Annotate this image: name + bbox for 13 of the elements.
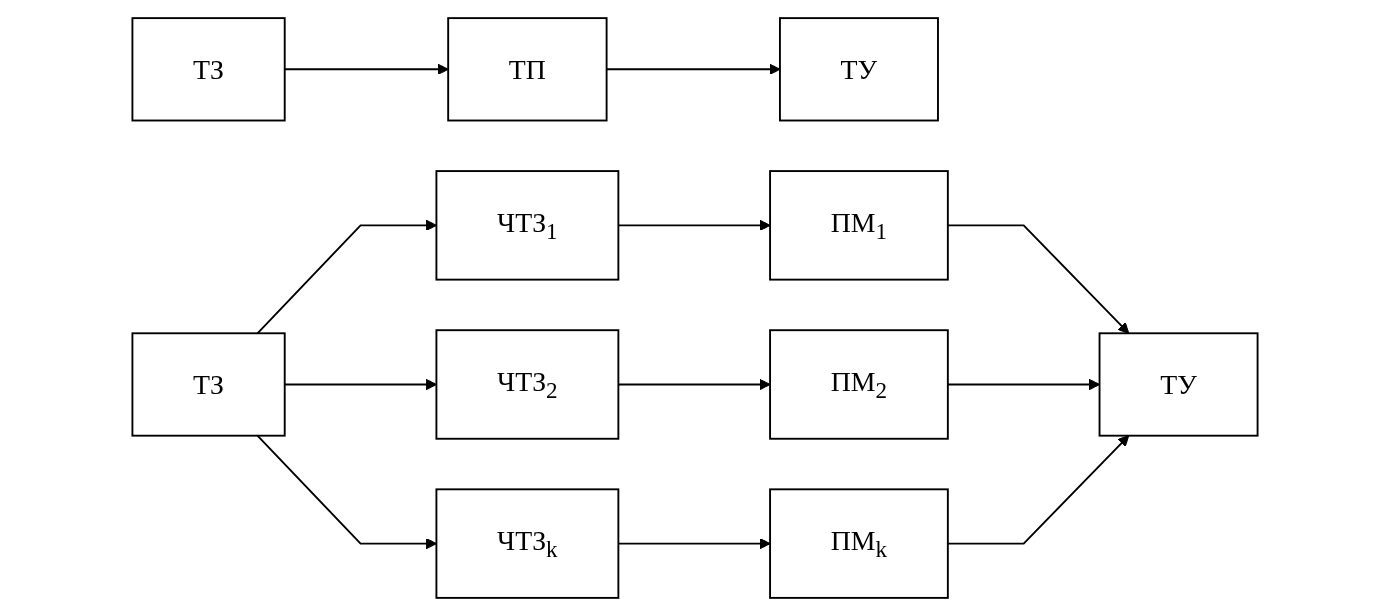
node-box: ТУ xyxy=(779,16,939,121)
arrow xyxy=(256,219,437,334)
node-box: ПМ$_{2}$ xyxy=(769,328,949,440)
node-box: ТП xyxy=(447,16,608,121)
node-box: ЧТЗ$_{k}$ xyxy=(435,487,620,599)
arrow xyxy=(256,434,437,549)
node-box: ТУ xyxy=(1098,331,1259,437)
node-box: ЧТЗ$_{1}$ xyxy=(435,169,620,281)
node-box: ЧТЗ$_{2}$ xyxy=(435,328,620,440)
node-box: ТЗ xyxy=(131,331,286,437)
node-box: ПМ$_{1}$ xyxy=(769,169,949,281)
node-box: ТЗ xyxy=(131,16,286,121)
node-box: ПМ$_{k}$ xyxy=(769,487,949,599)
